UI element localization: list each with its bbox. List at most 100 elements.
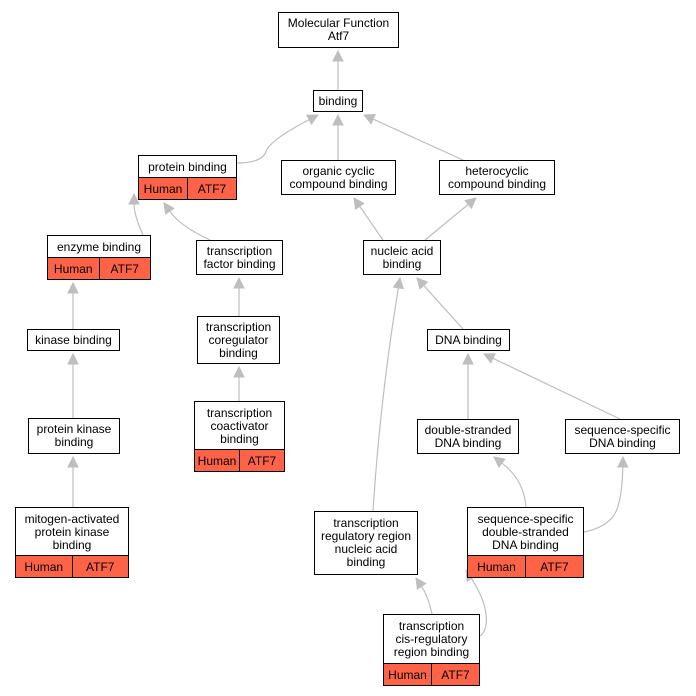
species-cell: Human bbox=[48, 258, 99, 279]
go-term-node-binding[interactable]: binding bbox=[313, 90, 363, 112]
go-term-label: nucleic acid binding bbox=[370, 243, 434, 271]
species-cell: Human bbox=[468, 556, 525, 577]
edge-line bbox=[133, 203, 144, 236]
edge-sequence-specific-dna-binding-to-dna-binding bbox=[482, 353, 621, 420]
go-term-node-sequence-specific-double-stranded-dna-binding[interactable]: sequence-specific double-stranded DNA bi… bbox=[467, 507, 584, 578]
go-term-label: mitogen-activated protein kinase binding bbox=[24, 511, 120, 552]
edge-line bbox=[470, 578, 487, 637]
go-term-label: heterocyclic compound binding bbox=[447, 163, 547, 191]
edge-arrowhead bbox=[233, 276, 245, 289]
edge-line bbox=[424, 203, 469, 241]
edge-kinase-binding-to-enzyme-binding bbox=[67, 281, 79, 329]
edge-nucleic-acid-binding-to-heterocyclic-compound-binding bbox=[424, 197, 477, 241]
go-term-label: DNA binding bbox=[435, 332, 502, 347]
go-term-node-map-kinase-binding[interactable]: mitogen-activated protein kinase binding… bbox=[15, 507, 129, 578]
edge-protein-kinase-binding-to-kinase-binding bbox=[67, 352, 79, 418]
edge-arrowhead bbox=[67, 455, 79, 468]
edge-arrowhead bbox=[362, 114, 376, 125]
go-term-node-transcription-regulatory-region-nucleic-acid-binding[interactable]: transcription regulatory region nucleic … bbox=[314, 511, 418, 575]
go-term-node-molecular-function[interactable]: Molecular Function Atf7 bbox=[278, 12, 399, 48]
go-term-node-organic-cyclic-compound-binding[interactable]: organic cyclic compound binding bbox=[281, 160, 396, 195]
edge-sequence-specific-double-stranded-dna-binding-to-double-stranded-dna-binding bbox=[493, 456, 527, 508]
go-term-label: kinase binding bbox=[35, 332, 112, 347]
species-cell: Human bbox=[195, 450, 239, 471]
edge-arrowhead bbox=[128, 192, 140, 205]
edge-binding-to-molecular-function bbox=[332, 49, 344, 90]
gene-cell: ATF7 bbox=[187, 178, 236, 199]
edge-arrowhead bbox=[392, 276, 405, 290]
go-term-label: transcription coregulator binding bbox=[205, 319, 272, 360]
edge-transcription-cis-regulatory-region-binding-to-transcription-regulatory-region-nucleic-acid-binding bbox=[415, 577, 433, 615]
edge-arrowhead bbox=[233, 365, 245, 378]
edge-protein-binding-to-binding bbox=[236, 114, 319, 164]
edge-arrowhead bbox=[482, 353, 496, 364]
edge-arrowhead bbox=[67, 281, 79, 294]
go-term-node-double-stranded-dna-binding[interactable]: double-stranded DNA binding bbox=[417, 419, 519, 454]
edge-arrowhead bbox=[332, 113, 344, 126]
edge-transcription-regulatory-region-nucleic-acid-binding-to-nucleic-acid-binding bbox=[372, 276, 405, 512]
edge-arrowhead bbox=[462, 352, 474, 365]
edge-line bbox=[169, 210, 211, 241]
go-term-label: transcription regulatory region nucleic … bbox=[320, 516, 412, 569]
go-term-label: sequence-specific double-stranded DNA bi… bbox=[477, 511, 574, 552]
go-term-node-dna-binding[interactable]: DNA binding bbox=[427, 329, 510, 351]
edge-double-stranded-dna-binding-to-dna-binding bbox=[462, 352, 474, 419]
edge-map-kinase-binding-to-protein-kinase-binding bbox=[67, 455, 79, 507]
edge-line bbox=[492, 357, 621, 420]
go-term-node-sequence-specific-dna-binding[interactable]: sequence-specific DNA binding bbox=[565, 419, 680, 454]
go-term-node-nucleic-acid-binding[interactable]: nucleic acid binding bbox=[363, 240, 441, 275]
edge-transcription-coregulator-binding-to-transcription-factor-binding bbox=[233, 276, 245, 316]
edge-line bbox=[583, 466, 624, 533]
go-term-node-heterocyclic-compound-binding[interactable]: heterocyclic compound binding bbox=[439, 160, 555, 195]
go-term-node-kinase-binding[interactable]: kinase binding bbox=[27, 329, 120, 351]
edge-line bbox=[372, 118, 464, 161]
go-term-node-transcription-cis-regulatory-region-binding[interactable]: transcription cis-regulatory region bind… bbox=[383, 614, 480, 686]
go-term-label: enzyme binding bbox=[56, 239, 142, 254]
edge-organic-cyclic-compound-binding-to-binding bbox=[332, 113, 344, 160]
edge-line bbox=[372, 287, 399, 512]
species-cell: Human bbox=[139, 178, 187, 199]
species-cell: Human bbox=[16, 556, 72, 577]
go-term-label: transcription coactivator binding bbox=[206, 405, 273, 446]
go-term-node-protein-kinase-binding[interactable]: protein kinase binding bbox=[28, 418, 120, 454]
gene-cell: ATF7 bbox=[71, 556, 128, 577]
edge-arrowhead bbox=[353, 197, 365, 210]
go-term-label: transcription cis-regulatory region bind… bbox=[393, 619, 470, 659]
edge-arrowhead bbox=[67, 352, 79, 365]
edge-arrowhead bbox=[464, 197, 477, 210]
go-term-label: protein kinase binding bbox=[36, 422, 112, 449]
go-term-label: protein binding bbox=[148, 159, 227, 174]
gene-cell: ATF7 bbox=[98, 258, 150, 279]
edge-line bbox=[501, 462, 527, 508]
gene-cell: ATF7 bbox=[239, 450, 284, 471]
go-term-label: Molecular Function Atf7 bbox=[287, 16, 390, 43]
go-term-label: double-stranded DNA binding bbox=[424, 422, 512, 450]
edge-enzyme-binding-to-protein-binding bbox=[128, 192, 144, 236]
edge-transcription-factor-binding-to-protein-binding bbox=[163, 202, 211, 241]
go-term-label: sequence-specific DNA binding bbox=[574, 422, 671, 450]
edge-arrowhead bbox=[493, 456, 506, 468]
edge-line bbox=[421, 585, 433, 615]
gene-cell: ATF7 bbox=[525, 556, 583, 577]
edge-nucleic-acid-binding-to-organic-cyclic-compound-binding bbox=[353, 197, 384, 241]
edge-arrowhead bbox=[163, 202, 175, 215]
edge-arrowhead bbox=[415, 577, 427, 590]
edge-line bbox=[423, 285, 464, 330]
go-term-node-transcription-factor-binding[interactable]: transcription factor binding bbox=[196, 240, 283, 275]
edge-sequence-specific-double-stranded-dna-binding-to-sequence-specific-dna-binding bbox=[583, 455, 629, 533]
go-term-label: binding bbox=[318, 93, 358, 108]
go-term-node-transcription-coregulator-binding[interactable]: transcription coregulator binding bbox=[197, 316, 280, 364]
edge-arrowhead bbox=[416, 277, 429, 290]
gene-cell: ATF7 bbox=[431, 664, 479, 685]
